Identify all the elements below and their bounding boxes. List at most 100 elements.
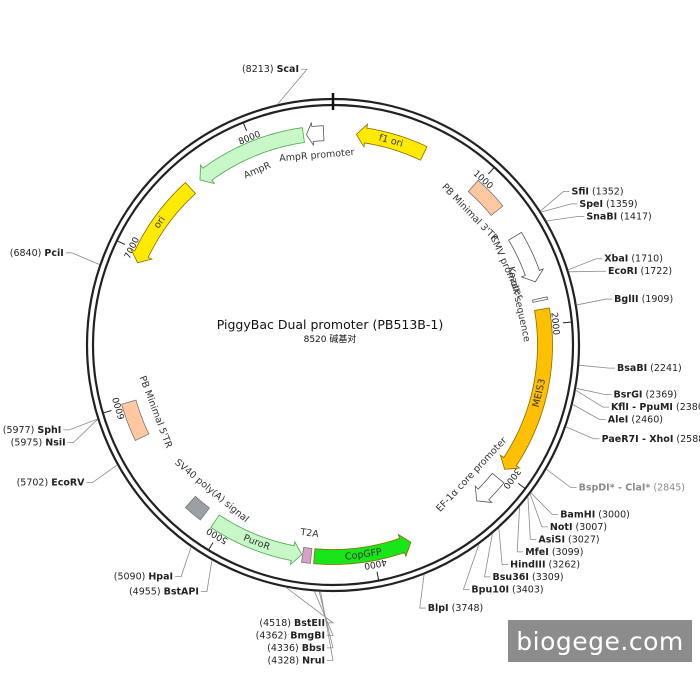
site-leader-ecorv xyxy=(86,464,118,483)
site-position: (3000) xyxy=(598,509,630,520)
site-xbai: XbaI (1710) xyxy=(568,254,663,271)
site-label-ecorv: (5702) EcoRV xyxy=(17,478,86,489)
site-name: BlpI xyxy=(428,603,449,614)
site-name: NotI xyxy=(550,522,573,533)
site-leader-bglii xyxy=(576,298,613,306)
site-leader-sfii xyxy=(540,190,570,212)
site-name: BbsI xyxy=(302,643,325,654)
site-leader-hpai xyxy=(175,547,192,578)
site-name: BsaBI xyxy=(617,363,647,374)
site-name: EcoRI xyxy=(608,266,638,277)
site-position: (5090) xyxy=(114,572,146,583)
feature-sv40-polya: SV40 poly(A) signal xyxy=(172,457,250,525)
site-bspdi-clai: BspDI* - ClaI* (2845) xyxy=(546,468,685,493)
site-label-bsabi: BsaBI (2241) xyxy=(617,363,682,374)
site-ecori: EcoRI (1722) xyxy=(568,266,672,277)
site-position: (2241) xyxy=(650,363,682,374)
site-position: (4518) xyxy=(259,618,291,629)
site-name: HindIII xyxy=(510,559,545,570)
site-position: (5702) xyxy=(17,478,49,489)
site-leader-asisi xyxy=(527,496,537,540)
site-label-paer7i-xhoi: PaeR7I - XhoI (2588) xyxy=(602,434,700,445)
site-leader-sphi xyxy=(63,418,98,431)
restriction-sites: (8213) ScaI SfiI (1352) SpeI (1359)SnaBI (… xyxy=(3,64,700,666)
tick-8000 xyxy=(242,122,248,131)
site-label-bglii: BglII (1909) xyxy=(614,294,673,305)
site-ecorv: (5702) EcoRV xyxy=(17,464,118,489)
tick-6000 xyxy=(102,410,112,414)
site-label-bstapi: (4955) BstAPI xyxy=(129,587,199,598)
feature-shape-ampr-promoter xyxy=(306,122,325,146)
site-name: BglII xyxy=(614,294,638,305)
site-label-kfli-ppumi: KflI - PpuMI (2380) xyxy=(611,402,700,413)
site-leader-snabi xyxy=(546,215,585,222)
ring-inner xyxy=(91,103,575,587)
site-leader-pcii xyxy=(65,252,100,265)
site-leader-bsrgi xyxy=(576,387,612,396)
site-bpu10i: Bpu10I (3403) xyxy=(462,544,544,595)
site-position: (1417) xyxy=(620,211,652,222)
feature-meis3: MEIS3 xyxy=(499,307,553,470)
plasmid-size: 8520 碱基对 xyxy=(304,333,357,345)
site-label-scai: (8213) ScaI xyxy=(242,64,299,75)
site-label-bmgbi: (4362) BmgBI xyxy=(256,630,325,641)
site-position: (5977) xyxy=(3,425,35,436)
tick-2000 xyxy=(562,321,572,324)
feature-shape-f1-ori xyxy=(355,123,428,161)
site-leader-bamhi xyxy=(530,492,559,515)
site-kfli-ppumi: KflI - PpuMI (2380) xyxy=(575,389,700,413)
site-position: (5975) xyxy=(11,437,43,448)
site-nsii: (5975) NsiI xyxy=(11,419,98,448)
site-leader-blpi xyxy=(419,574,426,609)
site-hpai: (5090) HpaI xyxy=(114,547,192,583)
site-bamhi: BamHI (3000) xyxy=(530,492,630,520)
site-position: (4328) xyxy=(267,655,299,666)
site-noti: NotI (3007) xyxy=(529,493,607,533)
site-label-nrui: (4328) NruI xyxy=(267,655,325,666)
site-scai: (8213) ScaI xyxy=(242,64,308,105)
site-label-nsii: (5975) NsiI xyxy=(11,437,66,448)
site-name: NruI xyxy=(302,655,325,666)
site-label-blpi: BlpI (3748) xyxy=(428,603,483,614)
site-position: (2460) xyxy=(631,415,663,426)
backbone-ring xyxy=(85,93,581,593)
site-label-sphi: (5977) SphI xyxy=(3,425,62,436)
site-label-bamhi: BamHI (3000) xyxy=(560,509,630,520)
site-position: (2380) xyxy=(676,402,700,413)
site-position: (8213) xyxy=(242,64,274,75)
site-snabi: SnaBI (1417) xyxy=(546,211,652,222)
site-leader-mfei xyxy=(516,506,524,553)
tick-4000 xyxy=(376,571,380,581)
site-label-sfii: SfiI (1352) xyxy=(572,186,624,197)
feature-label-ef1a-core-promoter: EF-1α core promoter xyxy=(434,435,509,514)
site-bsabi: BsaBI (2241) xyxy=(579,363,682,374)
site-leader-spei xyxy=(541,203,578,213)
site-spei: SpeI (1359) xyxy=(541,199,638,213)
site-name: HpaI xyxy=(148,572,173,583)
feature-label-t2a: T2A xyxy=(299,527,320,540)
watermark: biogege.com xyxy=(508,620,692,662)
site-leader-bpu10i xyxy=(462,544,480,590)
site-label-hindiii: HindIII (3262) xyxy=(510,559,580,570)
site-hindiii: HindIII (3262) xyxy=(498,528,580,570)
site-leader-noti xyxy=(529,493,548,528)
site-sfii: SfiI (1352) xyxy=(540,186,624,212)
feature-shape-kozak-sequence xyxy=(532,296,549,303)
site-leader-bmgbi xyxy=(314,591,334,636)
site-label-bspdi-clai: BspDI* - ClaI* (2845) xyxy=(579,482,685,493)
site-alei: AleI (2460) xyxy=(572,404,663,426)
site-leader-bbsi xyxy=(318,591,334,649)
tick-1000 xyxy=(487,167,495,175)
site-label-mfei: MfeI (3099) xyxy=(525,547,583,558)
site-label-pcii: (6840) PciI xyxy=(10,248,64,259)
site-leader-bsu36i xyxy=(484,533,493,578)
site-label-noti: NotI (3007) xyxy=(550,522,607,533)
site-position: (3309) xyxy=(532,572,564,583)
site-name: XbaI xyxy=(604,254,628,265)
tick-7000 xyxy=(116,240,126,246)
site-position: (2845) xyxy=(653,482,685,493)
site-name: BamHI xyxy=(560,509,595,520)
site-leader-bstapi xyxy=(200,560,213,593)
